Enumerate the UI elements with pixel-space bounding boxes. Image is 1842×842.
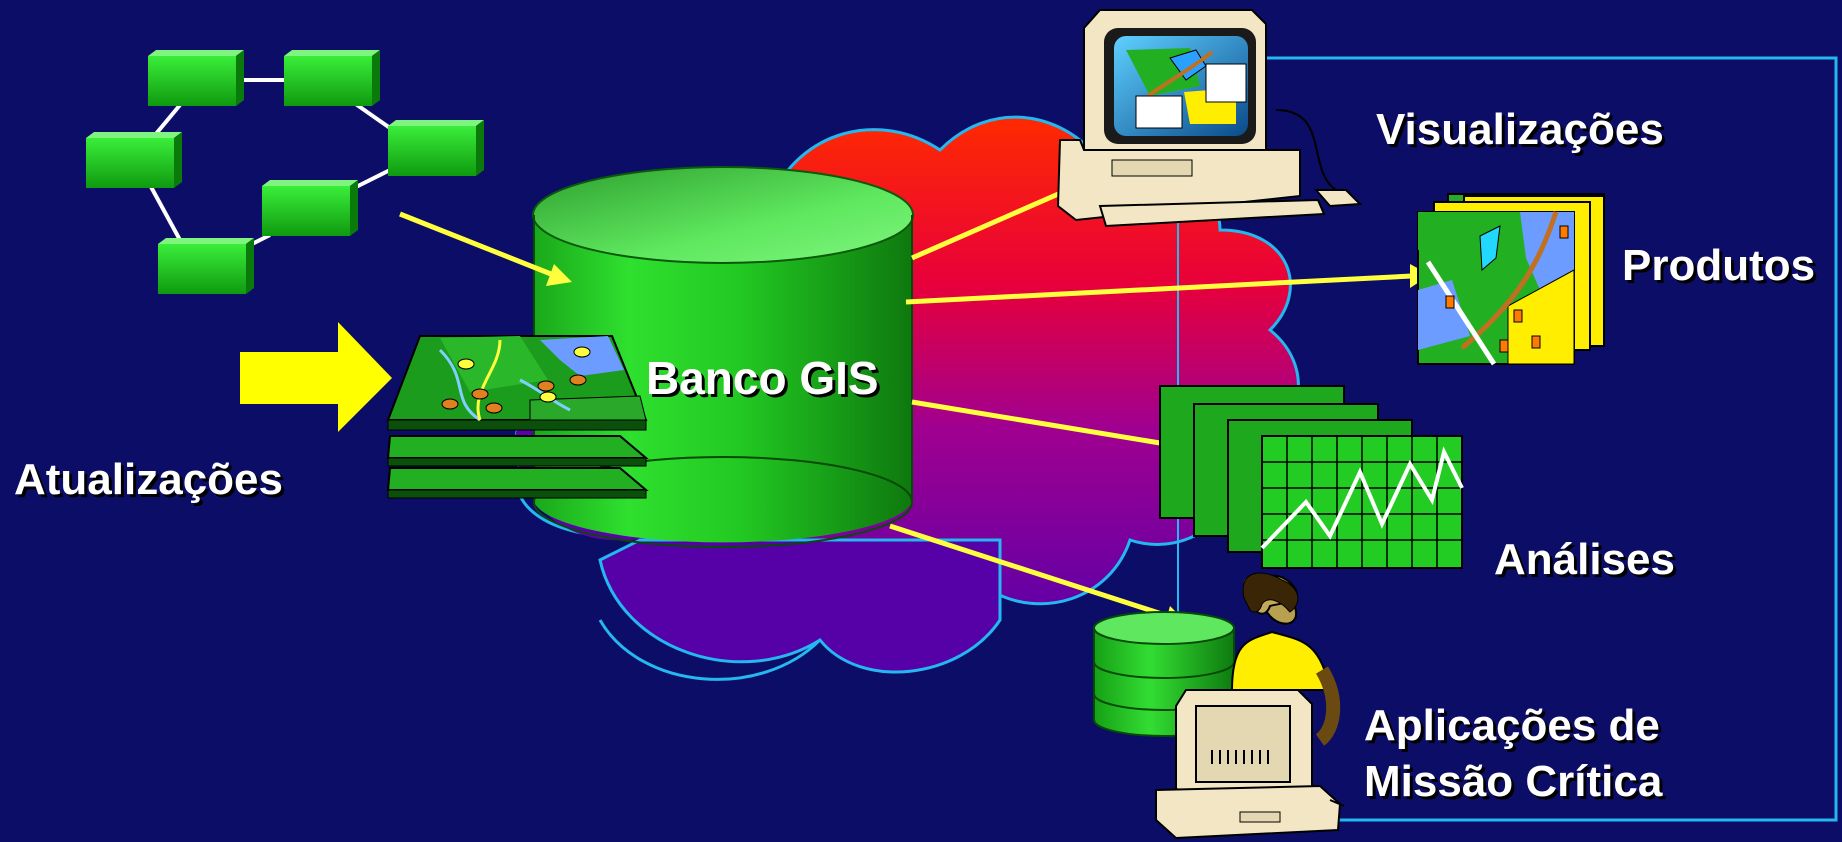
products-maps-icon: [1417, 193, 1605, 366]
db-to-products-arrow: [905, 273, 1413, 305]
db-to-mission-arrow: [889, 523, 1169, 619]
db-to-analyses-arrow: [911, 399, 1167, 447]
center-label: Banco GIS: [646, 352, 879, 404]
network-node: [388, 120, 484, 176]
network-node: [158, 238, 254, 294]
mission-critical-label-line1: Aplicações de: [1364, 701, 1660, 750]
source-network: [86, 50, 484, 294]
db-to-visualizations-arrow: [910, 185, 1074, 261]
updates-arrow: [240, 322, 392, 432]
visualizations-label: Visualizações: [1376, 105, 1664, 154]
cloud-bottom-lobe: [598, 538, 1002, 674]
output-frame: [1178, 56, 1838, 822]
products-label: Produtos: [1622, 241, 1816, 290]
analyses-charts-icon: [1159, 385, 1464, 569]
network-node: [86, 132, 182, 188]
map-layers-icon: [386, 335, 649, 499]
network-node: [148, 50, 244, 106]
visualization-computer-icon: [1056, 9, 1363, 228]
analyses-label: Análises: [1494, 535, 1675, 584]
network-node: [284, 50, 380, 106]
updates-label: Atualizações: [14, 455, 283, 504]
mission-critical-icon: [1093, 572, 1345, 840]
mission-critical-label-line2: Missão Crítica: [1364, 757, 1663, 806]
network-node: [262, 180, 358, 236]
network-to-db-arrow: [399, 211, 557, 279]
